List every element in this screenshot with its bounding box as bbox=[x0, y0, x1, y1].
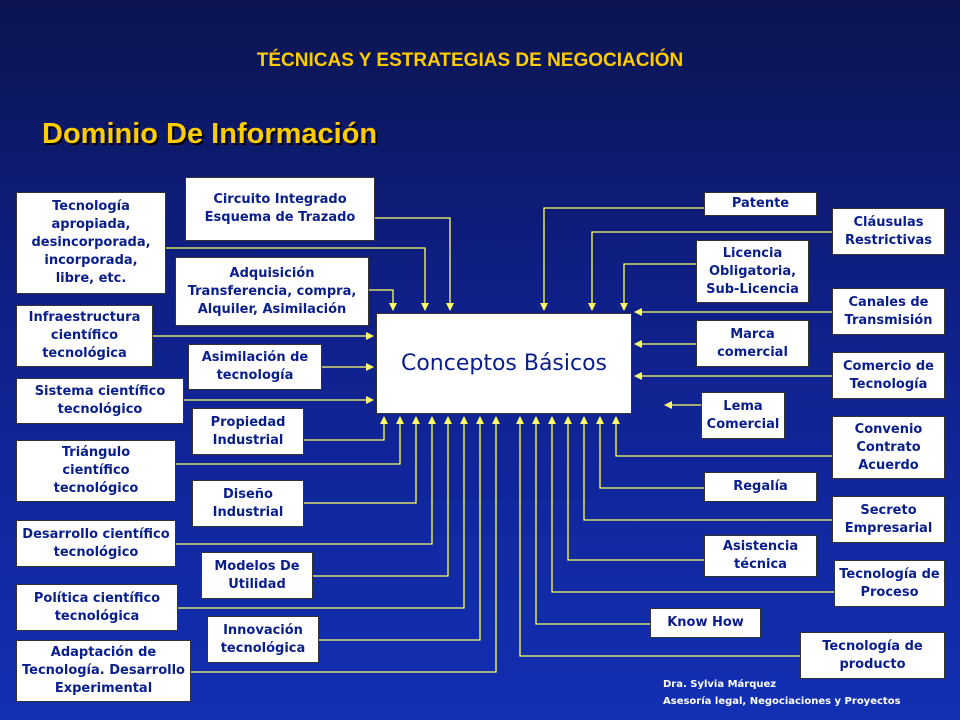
concept-box-technical-assistance: Asistencia técnica bbox=[704, 535, 817, 577]
concept-box-scientific-policy: Política científico tecnológica bbox=[16, 584, 178, 631]
connector-arrow bbox=[166, 247, 429, 311]
connector-arrow bbox=[580, 416, 832, 521]
concept-box-scientific-infrastructure: Infraestructura científico tecnológica bbox=[16, 305, 153, 367]
concept-box-technology-adaptation: Adaptación de Tecnología. Desarrollo Exp… bbox=[16, 640, 191, 702]
concept-box-commercial-slogan: Lema Comercial bbox=[701, 392, 785, 439]
concept-box-acquisition: Adquisición Transferencia, compra, Alqui… bbox=[175, 257, 369, 326]
connector-arrow bbox=[375, 217, 454, 311]
author-credit: Dra. Sylvia Márquez Asesoría legal, Nego… bbox=[663, 676, 901, 710]
concept-box-scientific-development: Desarrollo científico tecnológico bbox=[16, 520, 176, 567]
concept-box-transmission-channels: Canales de Transmisión bbox=[832, 288, 945, 335]
connector-arrow bbox=[176, 416, 436, 545]
connector-arrow bbox=[313, 416, 452, 577]
page-title: TÉCNICAS Y ESTRATEGIAS DE NEGOCIACIÓN bbox=[256, 50, 684, 71]
concept-box-know-how: Know How bbox=[650, 608, 761, 638]
concept-box-agreement-contract: Convenio Contrato Acuerdo bbox=[832, 416, 945, 479]
connector-arrow bbox=[532, 416, 650, 625]
concept-box-product-technology: Tecnología de producto bbox=[800, 632, 945, 679]
concept-box-royalty: Regalía bbox=[704, 472, 817, 502]
connector-arrow bbox=[369, 289, 397, 311]
connector-arrow bbox=[620, 263, 696, 311]
connector-arrow bbox=[319, 416, 484, 641]
author-name: Dra. Sylvia Márquez bbox=[663, 679, 777, 690]
connector-arrow bbox=[588, 231, 832, 311]
section-subtitle: Dominio De Información bbox=[42, 118, 378, 150]
concepts-hub-box: Conceptos Básicos bbox=[376, 313, 632, 414]
author-role: Asesoría legal, Negociaciones y Proyecto… bbox=[663, 696, 901, 707]
connector-arrow bbox=[564, 416, 704, 561]
connector-arrow bbox=[304, 416, 388, 441]
concept-box-integrated-circuit: Circuito Integrado Esquema de Trazado bbox=[185, 177, 375, 241]
connector-arrow bbox=[178, 416, 468, 609]
concept-box-utility-models: Modelos De Utilidad bbox=[201, 552, 313, 599]
concept-box-trademark: Marca comercial bbox=[696, 320, 809, 367]
concept-box-technology-trade: Comercio de Tecnología bbox=[832, 352, 945, 399]
connector-arrow bbox=[548, 416, 834, 593]
concept-box-patent: Patente bbox=[704, 192, 817, 216]
concept-box-technology-assimilation: Asimilación de tecnología bbox=[188, 344, 322, 390]
connector-arrow bbox=[596, 416, 704, 489]
concept-box-scientific-triangle: Triángulo científico tecnológico bbox=[16, 440, 176, 502]
concept-box-restrictive-clauses: Cláusulas Restrictivas bbox=[832, 208, 945, 255]
concept-box-technological-innovation: Innovación tecnológica bbox=[207, 616, 319, 663]
connector-arrow bbox=[612, 416, 832, 457]
concept-box-business-secret: Secreto Empresarial bbox=[832, 496, 945, 543]
concept-box-scientific-system: Sistema científico tecnológico bbox=[16, 378, 184, 424]
connector-arrow bbox=[540, 207, 704, 311]
concept-box-industrial-design: Diseño Industrial bbox=[192, 480, 304, 527]
concept-box-process-technology: Tecnología de Proceso bbox=[834, 560, 945, 607]
concept-box-appropriate-technology: Tecnología apropiada, desincorporada, in… bbox=[16, 192, 166, 294]
connector-arrow bbox=[191, 416, 500, 673]
connector-arrow bbox=[516, 416, 800, 657]
connector-arrow bbox=[176, 416, 404, 465]
concept-box-compulsory-license: Licencia Obligatoria, Sub-Licencia bbox=[696, 240, 809, 303]
concept-box-industrial-property: Propiedad Industrial bbox=[192, 408, 304, 455]
connector-arrow bbox=[304, 416, 420, 504]
